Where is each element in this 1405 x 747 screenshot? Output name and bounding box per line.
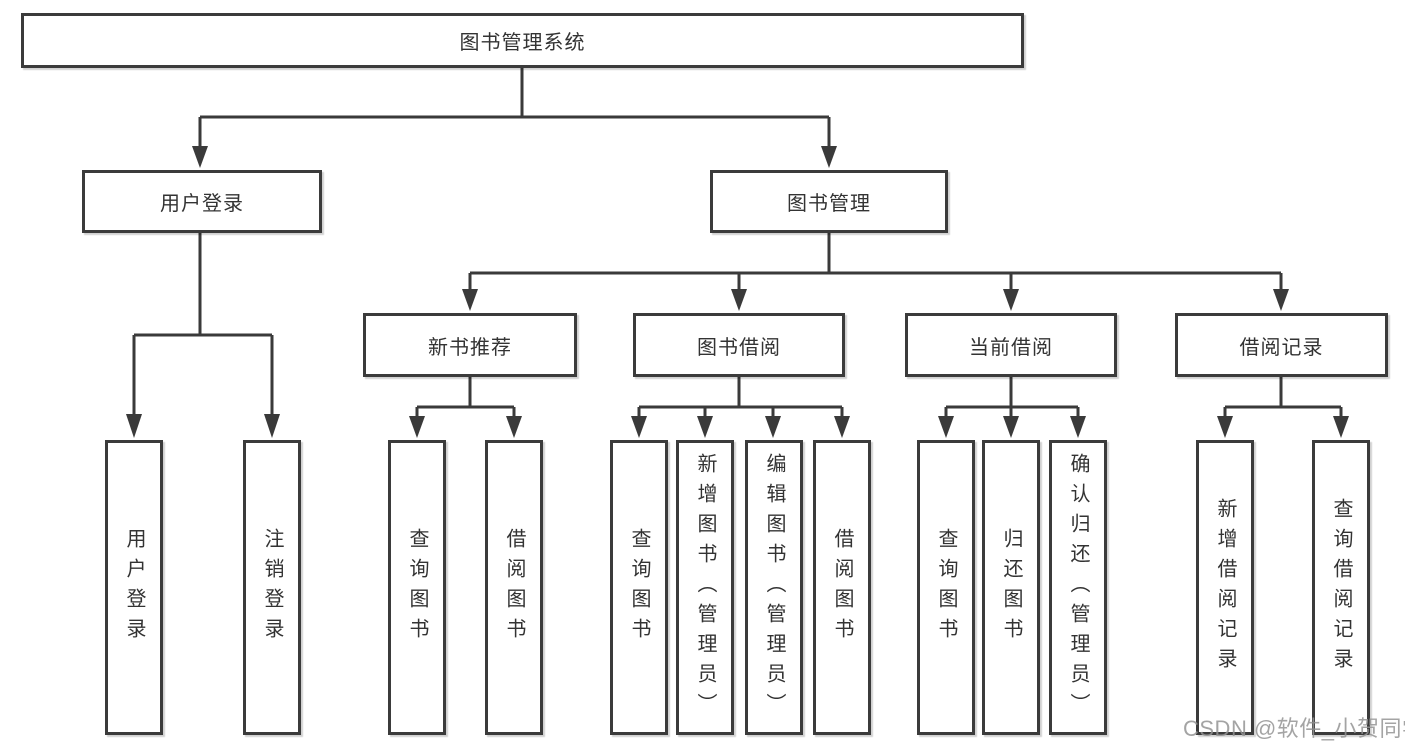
node-new-book-recommend: 新书推荐 bbox=[363, 313, 577, 377]
edges-borrowing-records-to-leaves bbox=[1217, 377, 1349, 438]
node-book-borrowing-label: 图书借阅 bbox=[697, 336, 781, 359]
node-new-book-recommend-label: 新书推荐 bbox=[428, 336, 512, 359]
node-current-borrowing-label: 当前借阅 bbox=[969, 336, 1053, 359]
leaf-add-borrow-record-label: 新增借阅记录 bbox=[1214, 497, 1236, 678]
edges-root-to-level2 bbox=[192, 68, 837, 168]
node-borrowing-records-label: 借阅记录 bbox=[1239, 336, 1324, 359]
watermark: CSDN @软件_小贺同学 bbox=[1183, 716, 1405, 741]
leaf-edit-book-admin: 编辑图书（管理员） bbox=[745, 440, 803, 735]
leaf-edit-book-admin-label: 编辑图书（管理员） bbox=[763, 452, 785, 723]
leaf-query-books-recommend-label: 查询图书 bbox=[406, 527, 428, 648]
leaf-confirm-return-admin-label: 确认归还（管理员） bbox=[1067, 452, 1089, 723]
leaf-query-books-recommend: 查询图书 bbox=[388, 440, 446, 735]
leaf-logout: 注销登录 bbox=[243, 440, 301, 735]
leaf-query-books-current-label: 查询图书 bbox=[935, 527, 957, 648]
edges-current-borrowing-to-leaves bbox=[938, 377, 1086, 438]
leaf-return-books-label: 归还图书 bbox=[1000, 527, 1022, 648]
node-root: 图书管理系统 bbox=[21, 13, 1024, 68]
node-book-management-label: 图书管理 bbox=[787, 193, 871, 215]
leaf-logout-label: 注销登录 bbox=[261, 527, 283, 648]
leaf-add-book-admin-label: 新增图书（管理员） bbox=[694, 452, 716, 723]
leaf-add-borrow-record: 新增借阅记录 bbox=[1196, 440, 1254, 735]
leaf-return-books: 归还图书 bbox=[982, 440, 1040, 735]
edges-book-borrowing-to-leaves bbox=[631, 377, 850, 438]
edges-book-management-to-level3 bbox=[462, 233, 1289, 311]
leaf-query-borrow-record: 查询借阅记录 bbox=[1312, 440, 1370, 735]
edges-user-login-to-leaves bbox=[126, 233, 280, 438]
leaf-query-books-borrowing: 查询图书 bbox=[610, 440, 668, 735]
leaf-user-login-label: 用户登录 bbox=[123, 527, 145, 648]
edges-new-book-recommend-to-leaves bbox=[409, 377, 522, 438]
node-current-borrowing: 当前借阅 bbox=[905, 313, 1117, 377]
node-borrowing-records: 借阅记录 bbox=[1175, 313, 1388, 377]
leaf-borrow-books-recommend-label: 借阅图书 bbox=[503, 527, 525, 648]
leaf-borrow-books-borrowing: 借阅图书 bbox=[813, 440, 871, 735]
leaf-query-books-borrowing-label: 查询图书 bbox=[628, 527, 650, 648]
leaf-add-book-admin: 新增图书（管理员） bbox=[676, 440, 734, 735]
node-root-label: 图书管理系统 bbox=[459, 32, 586, 54]
leaf-borrow-books-recommend: 借阅图书 bbox=[485, 440, 543, 735]
leaf-query-books-current: 查询图书 bbox=[917, 440, 975, 735]
node-book-management: 图书管理 bbox=[710, 170, 948, 233]
leaf-confirm-return-admin: 确认归还（管理员） bbox=[1049, 440, 1107, 735]
node-book-borrowing: 图书借阅 bbox=[633, 313, 845, 377]
leaf-user-login: 用户登录 bbox=[105, 440, 163, 735]
leaf-query-borrow-record-label: 查询借阅记录 bbox=[1330, 497, 1352, 678]
node-user-login-label: 用户登录 bbox=[160, 193, 244, 215]
leaf-borrow-books-borrowing-label: 借阅图书 bbox=[831, 527, 853, 648]
node-user-login: 用户登录 bbox=[82, 170, 322, 233]
